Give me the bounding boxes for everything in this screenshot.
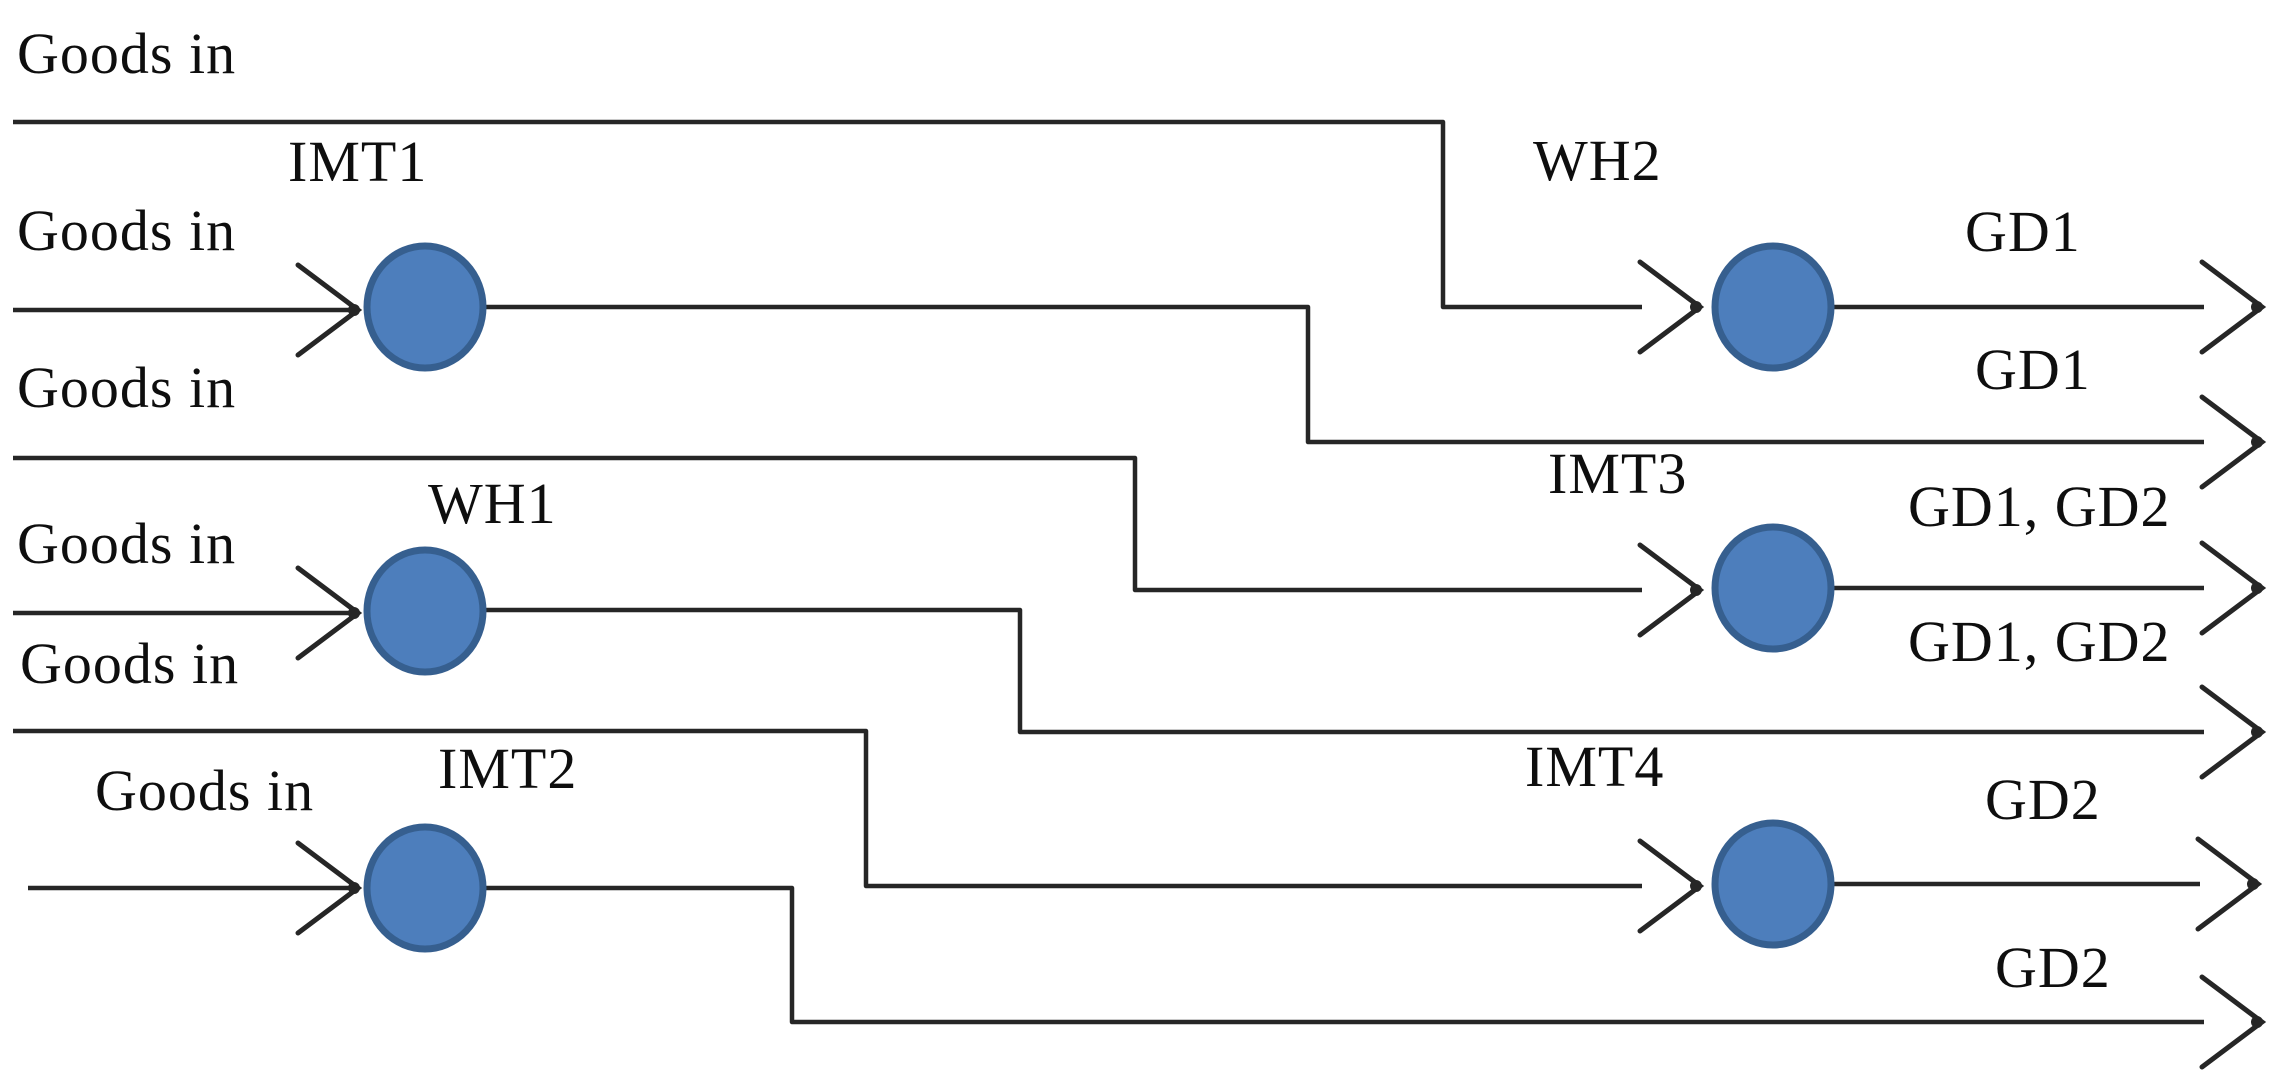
tip-dot-gd1gd2-2	[2251, 726, 2263, 738]
node-wh1-circle	[363, 546, 487, 676]
node-label-imt4: IMT4	[1525, 734, 1665, 799]
output-label-gd1gd2-1: GD1, GD2	[1908, 474, 2171, 539]
output-label-gd1gd2-2: GD1, GD2	[1908, 609, 2171, 674]
goods-in-label-3: Goods in	[17, 355, 237, 420]
node-imt2-circle	[363, 823, 487, 953]
goods-in-label-2: Goods in	[17, 198, 237, 263]
goods-in-label-4: Goods in	[17, 511, 237, 576]
output-label-gd2-2: GD2	[1995, 935, 2111, 1000]
tip-dot-gd1gd2-1	[2251, 582, 2263, 594]
tip-dot-gd2-2	[2251, 1016, 2263, 1028]
node-wh2-circle	[1711, 242, 1835, 372]
output-label-gd1-2: GD1	[1975, 337, 2091, 402]
node-label-imt1: IMT1	[288, 129, 428, 194]
goods-in-label-6: Goods in	[95, 758, 315, 823]
arrowhead-tip-dots	[348, 301, 2263, 1028]
node-label-wh1: WH1	[428, 471, 557, 536]
node-label-imt2: IMT2	[438, 736, 578, 801]
line-wh1-out-gd1gd2	[483, 607, 2204, 735]
line-imt1-out-gd1	[483, 304, 2204, 445]
node-imt3-circle	[1711, 523, 1835, 653]
tip-dot-gd1-2	[2251, 436, 2263, 448]
tip-dot-imt4	[1690, 880, 1702, 892]
tip-dot-imt1	[348, 304, 360, 316]
output-label-gd1-1: GD1	[1965, 199, 2081, 264]
tip-dot-wh1	[348, 607, 360, 619]
node-label-wh2: WH2	[1533, 128, 1662, 193]
tip-dot-imt3	[1690, 584, 1702, 596]
tip-dot-wh2	[1690, 301, 1702, 313]
tip-dot-gd1-1	[2251, 301, 2263, 313]
node-label-imt3: IMT3	[1548, 441, 1688, 506]
tip-dot-gd2-1	[2247, 878, 2259, 890]
station-nodes	[363, 242, 1835, 953]
tip-dot-imt2	[348, 882, 360, 894]
goods-in-label-1: Goods in	[17, 21, 237, 86]
node-imt1-circle	[363, 242, 487, 372]
flow-lines	[13, 119, 2204, 1025]
node-imt4-circle	[1711, 819, 1835, 949]
output-label-gd2-1: GD2	[1985, 767, 2101, 832]
goods-in-label-5: Goods in	[20, 631, 240, 696]
line-goods3-to-imt3	[13, 455, 1642, 593]
line-imt2-out-gd2	[483, 885, 2204, 1025]
line-goods1-to-wh2	[13, 119, 1642, 310]
line-goods5-to-imt4	[13, 728, 1642, 889]
